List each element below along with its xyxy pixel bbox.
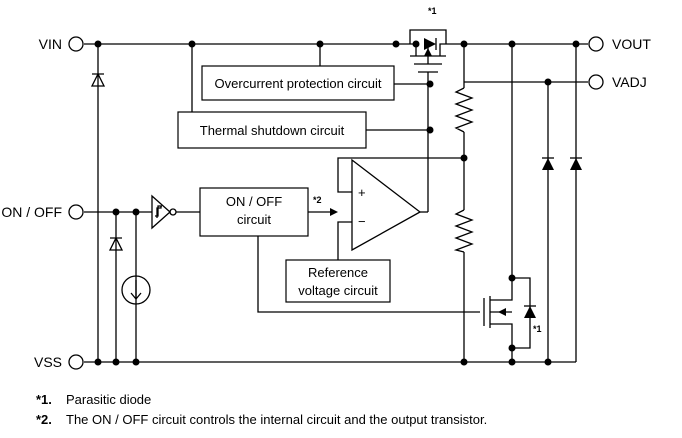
- schmitt-inverter-icon: [151, 194, 171, 230]
- overcurrent-box: [201, 65, 395, 101]
- vout-terminal: [588, 36, 604, 52]
- diode-vadj: [542, 158, 554, 170]
- pin-vss-label: VSS: [34, 354, 62, 370]
- pin-on-off-label: ON / OFF: [1, 204, 62, 220]
- on-off-box: [199, 187, 309, 237]
- parasitic-diode-pmos: [424, 38, 436, 50]
- vadj-terminal: [588, 74, 604, 90]
- pin-terminals: [68, 36, 604, 370]
- reference-box: [285, 259, 391, 303]
- footnote-2: *2. The ON / OFF circuit controls the int…: [36, 412, 487, 427]
- footnote-1-mark: *1.: [36, 392, 52, 407]
- mark-1-top: *1: [428, 6, 437, 16]
- diode-vin-vss: [90, 72, 106, 87]
- vin-terminal: [68, 36, 84, 52]
- footnote-2-mark: *2.: [36, 412, 52, 427]
- on-off-label-2: circuit: [237, 212, 271, 227]
- pin-vin-label: VIN: [39, 36, 62, 52]
- parasitic-diode-nmos: [524, 306, 536, 318]
- error-amplifier: [351, 158, 422, 252]
- diode-vout: [570, 158, 582, 170]
- footnote-1: *1. Parasitic diode: [36, 392, 151, 407]
- reference-label-1: Reference: [308, 265, 368, 280]
- pin-vadj-label: VADJ: [612, 74, 647, 90]
- footnote-1-text: Parasitic diode: [66, 392, 152, 407]
- thermal-box: [177, 111, 367, 149]
- footnote-2-text: The ON / OFF circuit controls the intern…: [66, 412, 488, 427]
- junction-dots: [94, 40, 580, 366]
- amp-plus: +: [358, 185, 366, 200]
- resistor-top: [454, 87, 474, 133]
- resistor-bottom: [453, 209, 474, 253]
- overcurrent-label: Overcurrent protection circuit: [215, 76, 382, 91]
- mark-2: *2: [313, 195, 322, 205]
- vss-terminal: [68, 354, 84, 370]
- mark-1-bottom: *1: [533, 324, 542, 334]
- thermal-label: Thermal shutdown circuit: [200, 123, 345, 138]
- amp-minus: −: [358, 214, 366, 229]
- components: [90, 29, 582, 318]
- diode-onoff-vss: [108, 236, 124, 251]
- reference-label-2: voltage circuit: [298, 283, 378, 298]
- wires: [84, 43, 588, 363]
- pin-vout-label: VOUT: [612, 36, 651, 52]
- on-off-label-1: ON / OFF: [226, 194, 282, 209]
- current-source-icon: [121, 275, 151, 305]
- on-off-terminal: [68, 204, 84, 220]
- circuit-blocks: [177, 65, 395, 303]
